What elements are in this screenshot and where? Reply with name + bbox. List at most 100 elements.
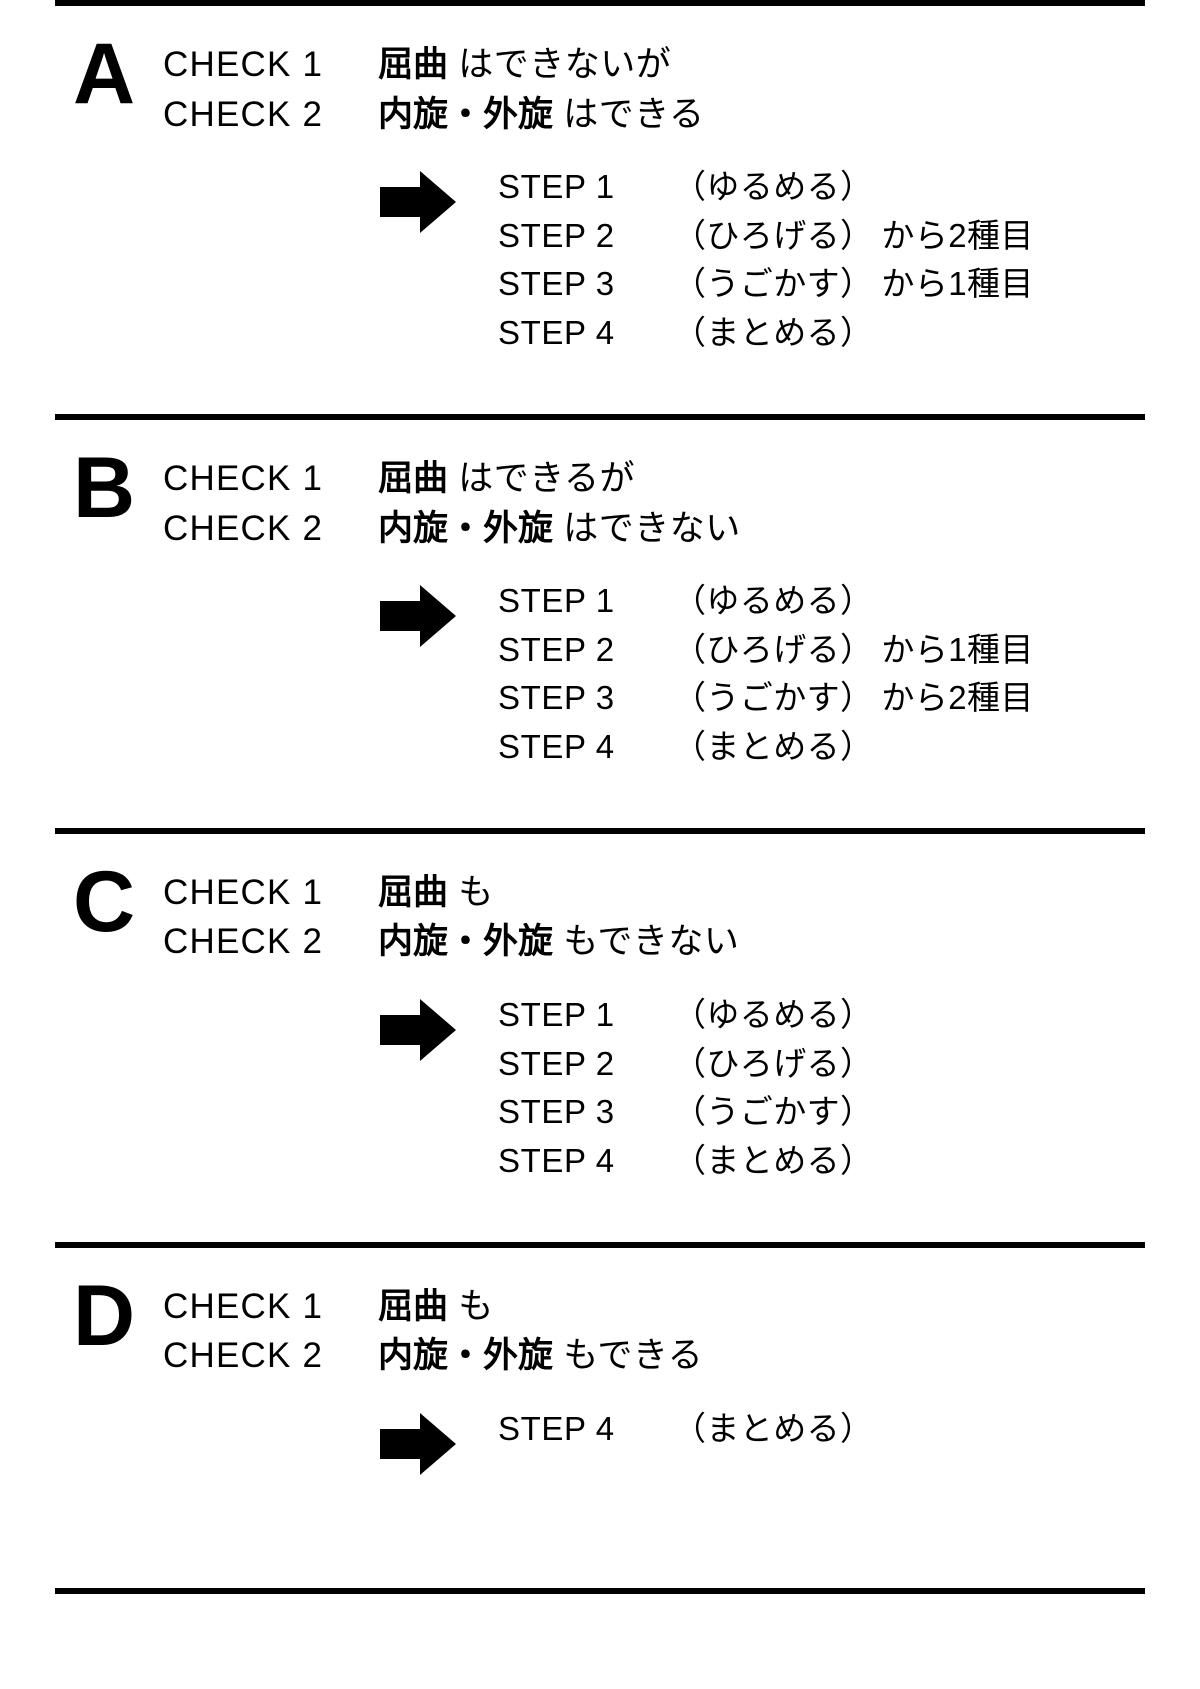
check-line: CHECK 2 内旋・外旋 もできない xyxy=(163,917,739,967)
divider-c-d xyxy=(55,1241,1145,1248)
step-note: から2種目 xyxy=(881,679,1034,717)
step-action: （まとめる） xyxy=(673,727,874,765)
check-label: CHECK 1 xyxy=(163,458,324,498)
divider-bottom xyxy=(55,1588,1145,1594)
steps-list-d: STEP 4（まとめる） xyxy=(498,1405,881,1454)
check-tail: もできない xyxy=(553,922,740,962)
step-action: （ゆるめる） xyxy=(673,582,874,620)
step-label: STEP 1 xyxy=(498,582,615,620)
check-term: 屈曲 xyxy=(378,458,449,498)
check-label: CHECK 1 xyxy=(163,1286,324,1326)
section-letter-a: A xyxy=(73,26,135,122)
step-label: STEP 1 xyxy=(498,168,615,206)
step-row: STEP 4 （まとめる） xyxy=(498,723,1034,772)
check-tail: はできないが xyxy=(448,45,672,84)
right-arrow-icon xyxy=(380,585,456,648)
check-label: CHECK 2 xyxy=(163,922,324,962)
step-action: （まとめる） xyxy=(673,1141,874,1179)
step-action: （ひろげる） xyxy=(673,630,874,668)
right-arrow-icon xyxy=(380,999,456,1062)
steps-block-b: STEP 1（ゆるめる） STEP 2（ひろげる）から1種目 STEP 3（うご… xyxy=(55,577,1145,771)
check-label: CHECK 2 xyxy=(163,94,324,134)
step-action: （ひろげる） xyxy=(673,1044,874,1082)
check-term: 屈曲 xyxy=(378,45,449,84)
check-block-a: A CHECK 1 屈曲 はできないが CHECK 2 内旋・外旋 はできる xyxy=(55,26,1145,139)
step-label: STEP 3 xyxy=(498,265,615,303)
section-a: A CHECK 1 屈曲 はできないが CHECK 2 内旋・外旋 はできる STE… xyxy=(55,6,1145,414)
step-action: （ゆるめる） xyxy=(673,168,874,206)
check-block-d: D CHECK 1 屈曲 も CHECK 2 内旋・外旋 もできる xyxy=(55,1267,1145,1381)
section-d: D CHECK 1 屈曲 も CHECK 2 内旋・外旋 もできる STEP 4（ま… xyxy=(55,1248,1145,1532)
check-line: CHECK 1 屈曲 も xyxy=(163,1282,703,1332)
check-tail: はできる xyxy=(553,94,705,134)
step-label: STEP 4 xyxy=(498,1141,615,1179)
step-row: STEP 2（ひろげる）から2種目 xyxy=(498,212,1034,261)
check-tail: も xyxy=(448,872,494,912)
check-tail: もできる xyxy=(553,1336,704,1376)
steps-block-d: STEP 4（まとめる） xyxy=(55,1405,1145,1475)
check-label: CHECK 2 xyxy=(163,508,324,548)
check-line: CHECK 2 内旋・外旋 はできる xyxy=(163,90,705,140)
step-note: から2種目 xyxy=(881,216,1034,254)
step-row: STEP 3 （うごかす） xyxy=(498,1088,881,1137)
check-term: 内旋・外旋 xyxy=(378,922,554,962)
steps-block-a: STEP 1 （ゆるめる） STEP 2（ひろげる）から2種目 STEP 3 （うご… xyxy=(55,163,1145,357)
section-letter-c: C xyxy=(73,853,135,950)
step-action: （うごかす） xyxy=(673,265,874,303)
section-letter-d: D xyxy=(73,1267,135,1364)
check-term: 内旋・外旋 xyxy=(378,508,554,548)
section-letter-b: B xyxy=(73,439,135,536)
right-arrow-icon xyxy=(380,1413,456,1475)
step-row: STEP 3 （うごかす）から2種目 xyxy=(498,674,1034,723)
step-label: STEP 3 xyxy=(498,679,615,717)
check-line: CHECK 1 屈曲 はできないが xyxy=(163,40,705,90)
check-term: 屈曲 xyxy=(378,1286,449,1326)
step-label: STEP 2 xyxy=(498,216,615,254)
step-action: （うごかす） xyxy=(673,1093,874,1131)
right-arrow-icon xyxy=(380,171,456,234)
step-row: STEP 1 （ゆるめる） xyxy=(498,577,1034,626)
bottom-margin xyxy=(55,1594,1145,1689)
step-row: STEP 2 （ひろげる） xyxy=(498,1040,881,1089)
check-tail: も xyxy=(448,1286,494,1326)
divider-top xyxy=(55,0,1145,6)
step-row: STEP 3 （うごかす）から1種目 xyxy=(498,260,1034,309)
step-label: STEP 4 xyxy=(498,727,615,765)
check-term: 内旋・外旋 xyxy=(378,1336,554,1376)
step-row: STEP 2（ひろげる）から1種目 xyxy=(498,626,1034,675)
divider-b-c xyxy=(55,827,1145,834)
step-label: STEP 1 xyxy=(498,996,615,1034)
step-row: STEP 1（ゆるめる） xyxy=(498,991,881,1040)
step-action: （まとめる） xyxy=(673,313,874,351)
steps-list-c: STEP 1（ゆるめる） STEP 2 （ひろげる） STEP 3 （うごかす） S… xyxy=(498,991,881,1185)
steps-list-b: STEP 1（ゆるめる） STEP 2（ひろげる）から1種目 STEP 3（うご… xyxy=(498,577,1034,771)
step-label: STEP 2 xyxy=(498,630,615,668)
step-label: STEP 4 xyxy=(498,1410,615,1447)
steps-list-a: STEP 1 （ゆるめる） STEP 2（ひろげる）から2種目 STEP 3 （うご… xyxy=(498,163,1034,357)
step-row: STEP 4 （まとめる） xyxy=(498,309,1034,358)
step-note: から1種目 xyxy=(881,265,1034,303)
check-lines-d: CHECK 1 屈曲 も CHECK 2 内旋・外旋 もできる xyxy=(163,1276,703,1381)
check-tail: はできない xyxy=(553,508,741,548)
step-label: STEP 4 xyxy=(498,313,615,351)
check-label: CHECK 1 xyxy=(163,45,324,84)
step-action: （うごかす） xyxy=(673,679,874,717)
check-line: CHECK 2 内旋・外旋 もできる xyxy=(163,1331,703,1381)
bottom-spacer xyxy=(55,1532,1145,1589)
step-label: STEP 3 xyxy=(498,1093,615,1131)
step-row: STEP 4（まとめる） xyxy=(498,1405,881,1454)
check-lines-a: CHECK 1 屈曲 はできないが CHECK 2 内旋・外旋 はできる xyxy=(163,34,705,139)
steps-block-c: STEP 1（ゆるめる） STEP 2 （ひろげる） STEP 3 （うごかす） S… xyxy=(55,991,1145,1185)
check-term: 内旋・外旋 xyxy=(378,94,554,134)
step-label: STEP 2 xyxy=(498,1044,615,1082)
check-label: CHECK 2 xyxy=(163,1336,324,1376)
